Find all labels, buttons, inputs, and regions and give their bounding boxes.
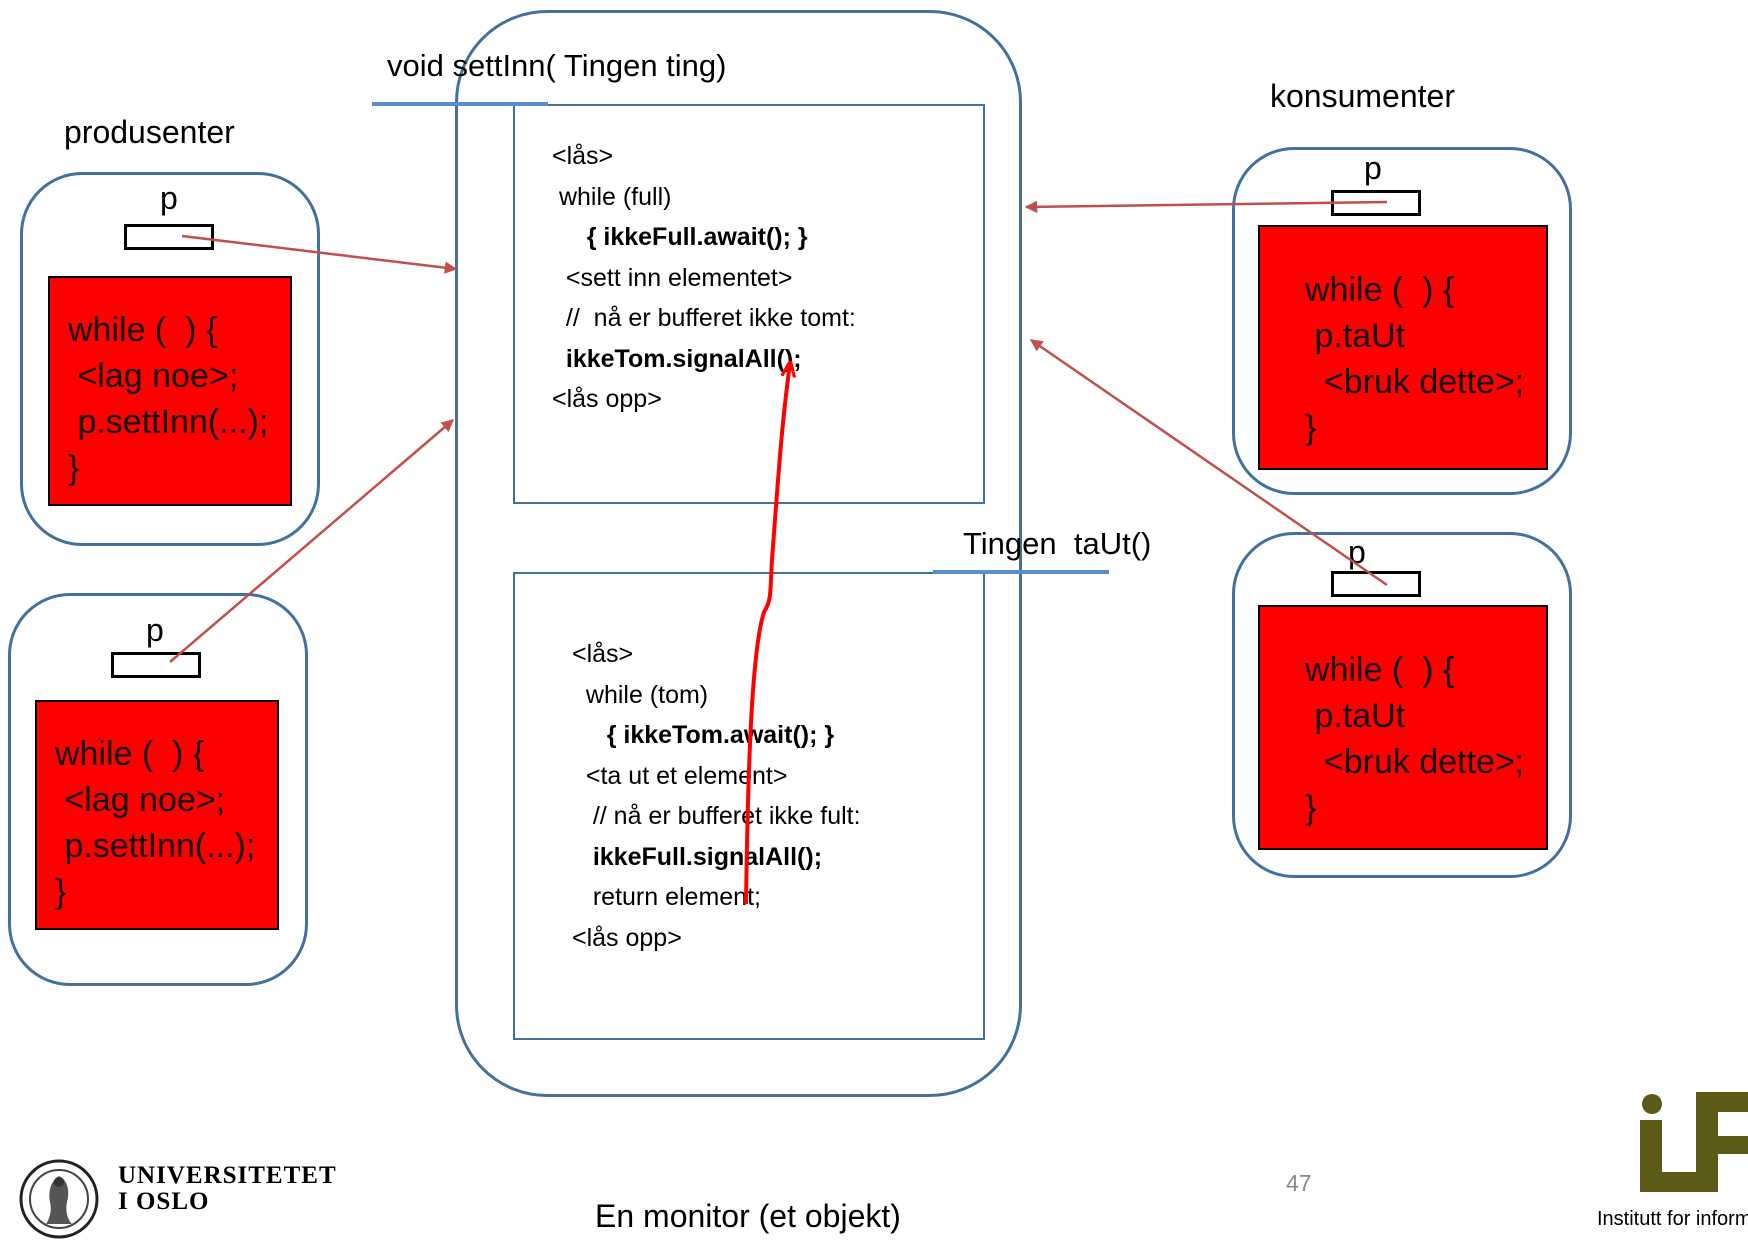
pointer-arrow [181, 234, 458, 274]
monitor-caption: En monitor (et objekt) [595, 1198, 901, 1234]
code-line: <ta ut et element> [572, 761, 788, 790]
code-line: while ( ) { [1305, 271, 1455, 309]
ifi-logo [1640, 1092, 1748, 1192]
code-line: p.settInn(...); [68, 403, 269, 441]
code-line: while ( ) { [68, 311, 218, 349]
producer-code-box: while ( ) { <lag noe>; p.settInn(...); } [35, 700, 279, 930]
code-line: ikkeTom.signalAll(); [552, 344, 802, 373]
code-line: <bruk dette>; [1305, 363, 1525, 401]
code-line: <lås opp> [572, 923, 682, 952]
code-line: while ( ) { [55, 735, 205, 773]
insert-method-box [513, 104, 985, 504]
producer-code-box: while ( ) { <lag noe>; p.settInn(...); } [48, 276, 292, 506]
page-number: 47 [1286, 1170, 1312, 1196]
consumer-code-box: while ( ) { p.taUt <bruk dette>; } [1258, 605, 1548, 850]
code-line: <lag noe>; [68, 357, 239, 395]
code-line: while (full) [552, 182, 672, 211]
pointer-box [111, 652, 201, 678]
code-line: while ( ) { [1305, 651, 1455, 689]
code-line: while (tom) [572, 680, 709, 709]
producers-heading: produsenter [64, 114, 235, 150]
code-line: p.settInn(...); [55, 827, 256, 865]
insert-method-code: <lås> while (full) { ikkeFull.await(); }… [552, 136, 856, 420]
pointer-box [1331, 571, 1421, 597]
code-line: <lag noe>; [55, 781, 226, 819]
consumer-code-box: while ( ) { p.taUt <bruk dette>; } [1258, 225, 1548, 470]
university-name-line1: UNIVERSITETET [118, 1162, 337, 1189]
pointer-arrow [1024, 200, 1388, 214]
monitor-object [455, 10, 1022, 1097]
code-line: <sett inn elementet> [552, 263, 793, 292]
institute-name: Institutt for informatikk [1597, 1208, 1748, 1230]
remove-method-box [513, 572, 985, 1040]
pointer-label: p [1364, 150, 1382, 186]
code-line: ikkeFull.signalAll(); [572, 842, 823, 871]
remove-method-signature: Tingen taUt() [963, 526, 1152, 561]
code-line: } [68, 449, 80, 487]
pointer-label: p [160, 180, 178, 216]
code-line: <lås> [552, 142, 614, 170]
insert-method-signature: void settInn( Tingen ting) [387, 48, 727, 83]
code-line: <lås opp> [552, 385, 662, 413]
pointer-label: p [146, 612, 164, 648]
code-line: { ikkeFull.await(); } [552, 223, 808, 251]
code-line: } [55, 873, 67, 911]
code-line: } [1305, 409, 1317, 447]
university-name-line2: I OSLO [118, 1188, 210, 1215]
consumers-heading: konsumenter [1270, 78, 1455, 114]
code-line: // nå er bufferet ikke tomt: [552, 304, 856, 332]
code-line: <lås> [572, 640, 634, 668]
code-line: <bruk dette>; [1305, 743, 1525, 781]
pointer-arrow [169, 419, 454, 663]
pointer-arrow [1029, 338, 1388, 587]
signal-arrow [744, 364, 790, 905]
code-line: p.taUt [1305, 697, 1406, 735]
code-line: { ikkeTom.await(); } [572, 721, 835, 749]
code-line: } [1305, 789, 1317, 827]
university-seal-icon [19, 1159, 99, 1239]
code-line: p.taUt [1305, 317, 1406, 355]
